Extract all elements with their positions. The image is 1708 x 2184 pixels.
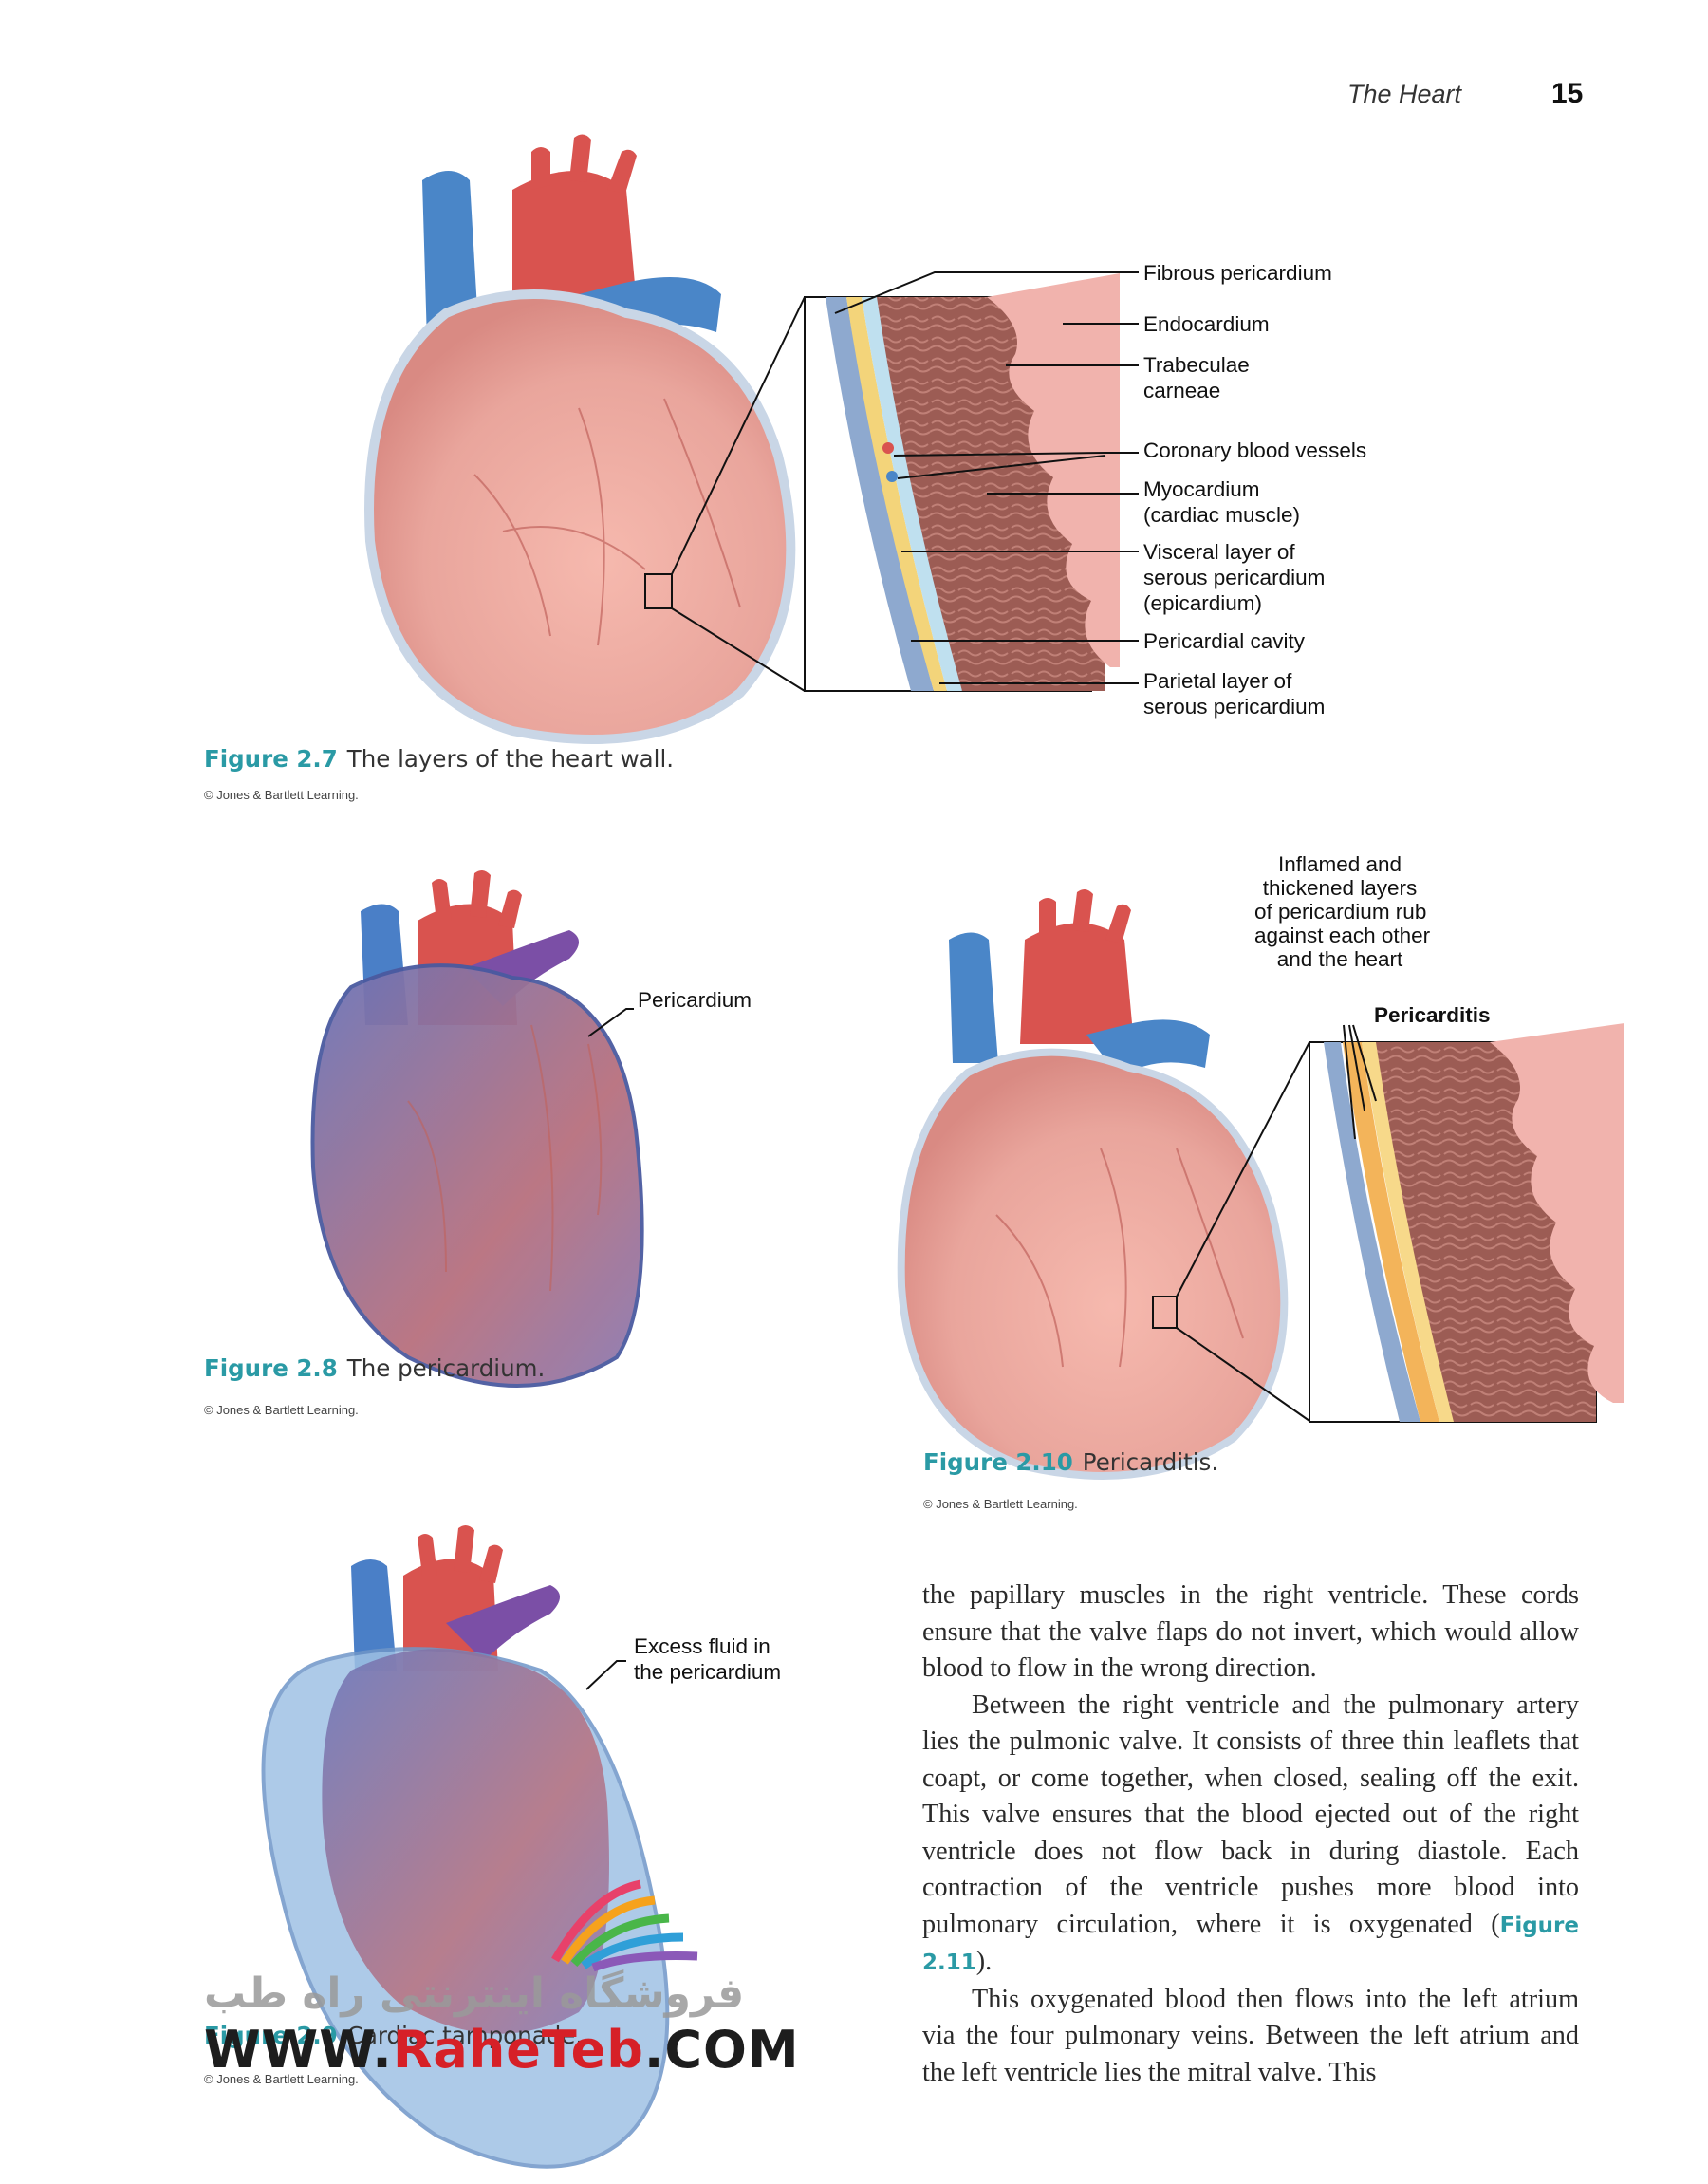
figure-2-10-credit: © Jones & Bartlett Learning. bbox=[923, 1497, 1078, 1511]
pericarditis-note-line5: and the heart bbox=[1276, 947, 1403, 971]
pericarditis-title: Pericarditis bbox=[1374, 1003, 1491, 1027]
body-paragraph-2-text: Between the right ventricle and the pulm… bbox=[922, 1689, 1579, 1939]
figure-2-8-caption: Figure 2.8 The pericardium. bbox=[204, 1354, 545, 1382]
label-trabeculae-line2: carneae bbox=[1143, 379, 1221, 402]
figure-2-10-caption: Figure 2.10 Pericarditis. bbox=[923, 1448, 1218, 1476]
label-pericardial-cavity: Pericardial cavity bbox=[1143, 629, 1306, 653]
figure-2-10-number: Figure 2.10 bbox=[923, 1448, 1073, 1476]
figure-2-7-caption-text: The layers of the heart wall. bbox=[346, 745, 675, 773]
label-parietal-line1: Parietal layer of bbox=[1143, 669, 1292, 693]
label-excess-fluid-line2: the pericardium bbox=[634, 1660, 782, 1684]
watermark-persian: فروشگاه اینترنتی راه طب bbox=[204, 1969, 745, 2018]
pericarditis-note-line1: Inflamed and bbox=[1277, 852, 1402, 876]
figure-2-9-credit: © Jones & Bartlett Learning. bbox=[204, 2072, 359, 2086]
pericarditis-note-line3: of pericardium rub bbox=[1254, 900, 1427, 924]
label-endocardium: Endocardium bbox=[1143, 312, 1270, 336]
watermark-url-prefix: WWW. bbox=[204, 2020, 393, 2080]
label-myocardium-line1: Myocardium bbox=[1143, 477, 1260, 501]
body-paragraph-1: the papillary muscles in the right ventr… bbox=[922, 1580, 1579, 1683]
watermark-url: WWW.RaheTeb.COM bbox=[204, 2020, 800, 2080]
figure-2-8-number: Figure 2.8 bbox=[204, 1354, 338, 1382]
watermark-url-brand: RaheTeb bbox=[392, 2020, 644, 2080]
figure-2-9-illustration bbox=[261, 1524, 670, 2169]
label-fibrous-pericardium: Fibrous pericardium bbox=[1143, 261, 1332, 285]
label-myocardium-line2: (cardiac muscle) bbox=[1143, 503, 1301, 527]
figure-2-9-number: Figure 2.9 bbox=[204, 2022, 338, 2049]
figure-2-7-leaders bbox=[834, 271, 1139, 684]
body-paragraph-2-end: ). bbox=[975, 1947, 993, 1976]
label-visceral-line1: Visceral layer of bbox=[1143, 540, 1295, 564]
pericarditis-note-line2: thickened layers bbox=[1262, 876, 1418, 900]
page-number: 15 bbox=[1551, 78, 1584, 109]
figure-2-10-caption-text: Pericarditis. bbox=[1082, 1448, 1219, 1476]
figure-2-11-reference-link[interactable]: Figure 2.11 bbox=[922, 1913, 1579, 1976]
heart-drawing bbox=[364, 134, 806, 744]
pericarditis-note: Inflamed and thickened layers of pericar… bbox=[1254, 852, 1431, 971]
figure-2-7-credit: © Jones & Bartlett Learning. bbox=[204, 788, 359, 802]
figure-2-7-number: Figure 2.7 bbox=[204, 745, 338, 773]
figure-2-8-illustration bbox=[310, 869, 644, 1388]
running-title: The Heart bbox=[1347, 80, 1462, 108]
label-coronary-vessels: Coronary blood vessels bbox=[1143, 439, 1367, 462]
watermark-logo bbox=[551, 1879, 698, 1972]
body-paragraph-3: This oxygenated blood then flows into th… bbox=[922, 1984, 1579, 2087]
figure-2-8-caption-text: The pericardium. bbox=[346, 1354, 546, 1382]
body-paragraph-2: Between the right ventricle and the pulm… bbox=[922, 1688, 1579, 1982]
label-pericardium: Pericardium bbox=[638, 988, 752, 1012]
pericarditis-note-line4: against each other bbox=[1254, 924, 1431, 947]
heart-wall-inset bbox=[804, 273, 1120, 692]
label-visceral-line2: serous pericardium bbox=[1143, 566, 1326, 589]
figure-2-9-caption-text: Cardiac tamponade. bbox=[346, 2022, 584, 2049]
label-trabeculae-line1: Trabeculae bbox=[1143, 353, 1250, 377]
figure-2-9-caption: Figure 2.9 Cardiac tamponade. bbox=[204, 2022, 583, 2049]
figure-2-7-caption: Figure 2.7 The layers of the heart wall. bbox=[204, 745, 674, 773]
body-text-column: the papillary muscles in the right ventr… bbox=[922, 1577, 1579, 2091]
figure-2-10-illustration bbox=[897, 888, 1624, 1480]
watermark-url-suffix: .COM bbox=[643, 2020, 800, 2080]
label-visceral-line3: (epicardium) bbox=[1143, 591, 1263, 615]
label-parietal-line2: serous pericardium bbox=[1143, 695, 1326, 719]
figure-2-8-credit: © Jones & Bartlett Learning. bbox=[204, 1403, 359, 1417]
figure-2-7-illustration bbox=[364, 134, 1139, 744]
label-excess-fluid-line1: Excess fluid in bbox=[634, 1634, 770, 1658]
